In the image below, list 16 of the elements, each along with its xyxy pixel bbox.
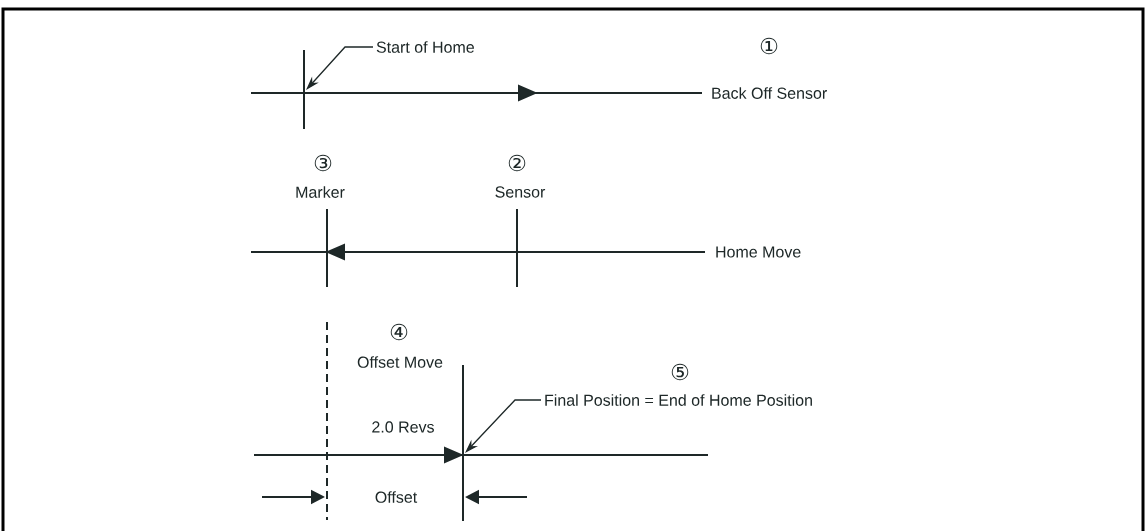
label: 2.0 Revs [372,421,434,433]
leader-line [306,46,374,90]
callout-number: ② [508,154,526,172]
callout-number: ③ [314,154,332,172]
leader-line [465,399,542,453]
callout-text: Final Position = End of Home Position [545,394,812,406]
label: Back Off Sensor [712,87,827,99]
label: Offset [375,491,418,503]
callout-text: Start of Home [376,41,474,53]
label: Home Move [716,246,801,258]
label: Marker [296,186,345,198]
callout-number: ⑤ [671,363,689,381]
callout-number: ① [760,37,778,55]
callout-number: ④ [390,323,408,341]
label: Offset Move [357,356,443,368]
label: Sensor [495,186,546,198]
